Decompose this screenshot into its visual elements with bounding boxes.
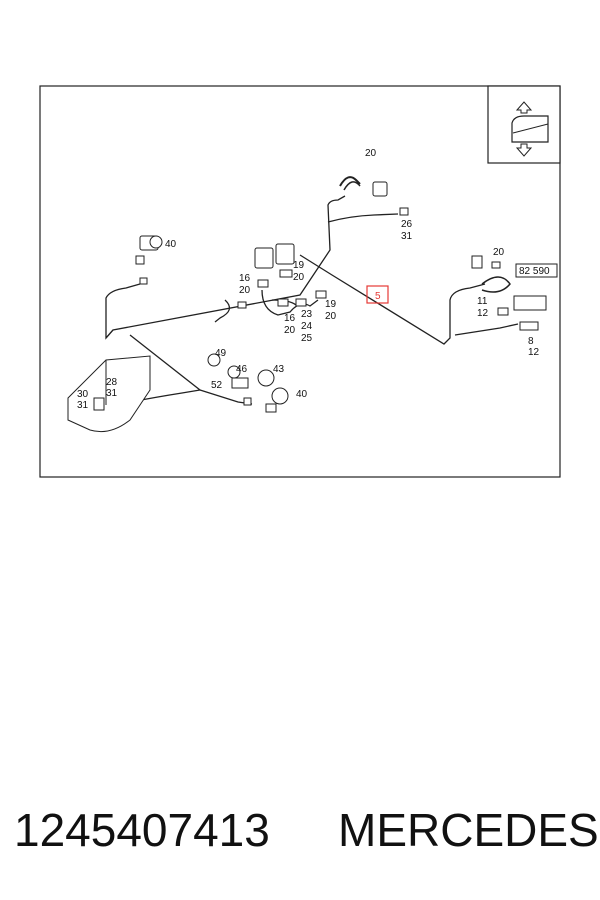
ref-box-label: 82 590 [519, 266, 550, 277]
part-number: 1245407413 [14, 804, 270, 856]
callout-49: 49 [215, 348, 227, 359]
callout-31: 31 [77, 400, 89, 411]
callout-40: 40 [165, 239, 177, 250]
callout-23: 23 [301, 309, 313, 320]
ref-box-82590 [515, 263, 558, 278]
connector-parts [67, 176, 547, 433]
callout-20: 20 [365, 148, 377, 159]
highlight-box-5 [366, 285, 389, 304]
callout-52: 52 [211, 380, 223, 391]
callout-46: 46 [236, 364, 248, 375]
callout-43: 43 [273, 364, 285, 375]
callout-16: 16 [284, 313, 296, 324]
brand-name: MERCEDES [338, 804, 599, 856]
callout-20: 20 [493, 247, 505, 258]
callout-8: 8 [528, 336, 534, 347]
callout-40: 40 [296, 389, 308, 400]
callout-24: 24 [301, 321, 313, 332]
callout-30: 30 [77, 389, 89, 400]
callout-25: 25 [301, 333, 313, 344]
callout-5: 5 [375, 291, 381, 302]
callout-19: 19 [293, 260, 305, 271]
callout-26: 26 [401, 219, 413, 230]
callout-12: 12 [477, 308, 489, 319]
callout-12: 12 [528, 347, 540, 358]
callout-16: 16 [239, 273, 251, 284]
door-orientation-icon [487, 85, 561, 164]
diagram-frame [39, 85, 561, 478]
callout-20: 20 [325, 311, 337, 322]
callout-11: 11 [477, 296, 488, 307]
callout-20: 20 [284, 325, 296, 336]
callout-20: 20 [239, 285, 251, 296]
callout-31: 31 [106, 388, 118, 399]
wiring-diagram: 82 590 20 26 31 40 19 20 16 20 16 20 23 … [39, 85, 561, 478]
harness-wires [105, 195, 519, 407]
callout-19: 19 [325, 299, 337, 310]
callout-31: 31 [401, 231, 413, 242]
callout-28: 28 [106, 377, 118, 388]
callout-20: 20 [293, 272, 305, 283]
